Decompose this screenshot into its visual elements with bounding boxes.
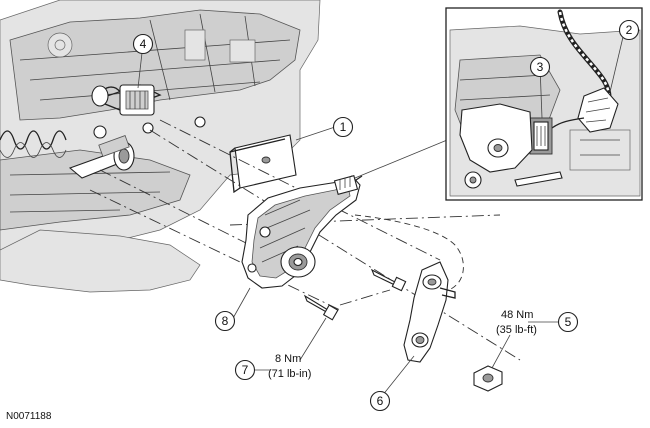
manual-shift-shaft [68, 135, 135, 179]
callout-1: 1 [332, 116, 354, 138]
manual-control-lever-item-6 [403, 261, 456, 363]
svg-text:6: 6 [377, 394, 384, 408]
callout-5: 5 [557, 311, 579, 333]
inset-detail-view [445, 7, 643, 201]
svg-text:2: 2 [626, 23, 633, 37]
callout-8: 8 [214, 310, 236, 332]
svg-text:8: 8 [222, 314, 229, 328]
inset-leader-line [354, 137, 453, 179]
torque-7-lbin: (71 lb-in) [268, 368, 311, 380]
torque-7-nm: 8 Nm [275, 353, 301, 365]
callout-6: 6 [369, 390, 391, 412]
callout-7: 7 [234, 359, 256, 381]
sensor-bolts [303, 268, 407, 321]
transmission-range-sensor-item-8 [241, 174, 363, 289]
svg-text:7: 7 [242, 363, 249, 377]
coil-spring [0, 130, 67, 158]
torque-5-nm: 48 Nm [501, 309, 533, 321]
svg-text:4: 4 [140, 37, 147, 51]
callout-4: 4 [132, 33, 154, 55]
callout-2: 2 [618, 19, 640, 41]
svg-text:3: 3 [537, 60, 544, 74]
cable-route [354, 214, 464, 293]
figure-id: N0071188 [6, 411, 52, 422]
callout-3: 3 [529, 56, 551, 78]
svg-text:1: 1 [340, 120, 347, 134]
torque-5-lbft: (35 lb-ft) [496, 324, 537, 336]
transmission-case [0, 0, 321, 293]
electrical-connector-item-4 [91, 84, 155, 116]
cover-plate-item-1 [229, 134, 297, 194]
svg-text:5: 5 [565, 315, 572, 329]
lever-nut [473, 365, 503, 392]
